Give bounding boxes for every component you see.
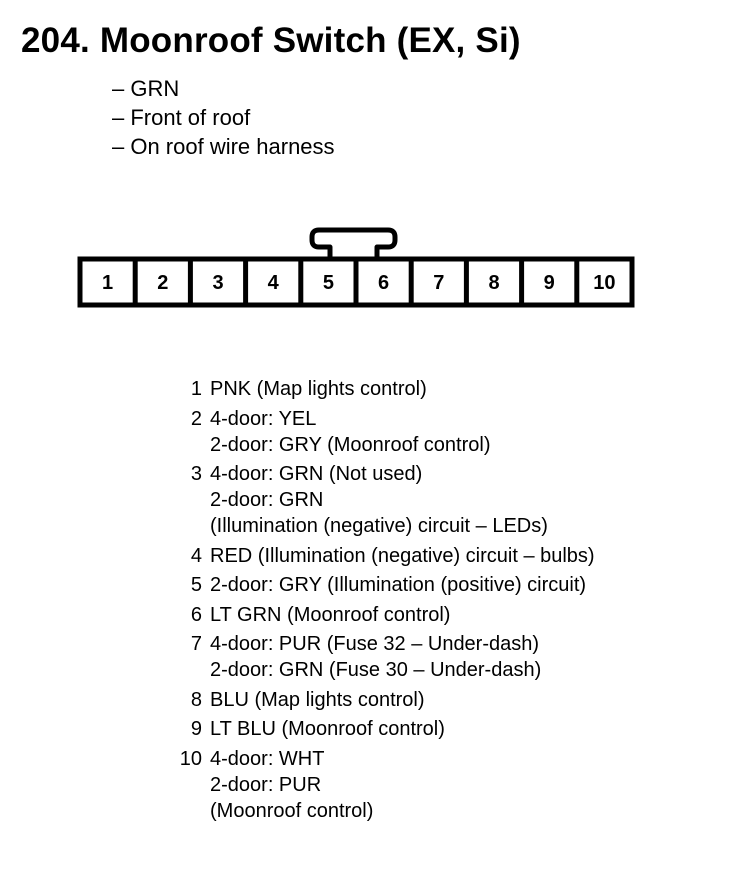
pin-description: PNK (Map lights control) (210, 376, 427, 402)
pin-row: 1 PNK (Map lights control) (172, 376, 595, 402)
pin-description-line: BLU (Map lights control) (210, 688, 425, 711)
pin-description-line: 2-door: GRN (Fuse 30 – Under-dash) (210, 659, 542, 681)
connector-cell-label: 5 (323, 272, 334, 294)
connector-cell-label: 1 (102, 272, 113, 294)
pin-description: 4-door: PUR (Fuse 32 – Under-dash) 2-door… (210, 631, 541, 683)
pin-row: 6 LT GRN (Moonroof control) (172, 602, 595, 628)
pin-number: 9 (190, 718, 202, 740)
pin-description: 4-door: WHT 2-door: PUR (Moonroof control) (210, 746, 373, 824)
pin-number: 10 (179, 747, 202, 770)
pin-row: 2 4-door: YEL 2-door: GRY (Moonroof contro… (172, 406, 595, 458)
pin-row: 7 4-door: PUR (Fuse 32 – Under-dash) 2-doo… (172, 631, 595, 683)
pin-description: 4-door: YEL 2-door: GRY (Moonroof control… (210, 406, 491, 458)
connector-cell-label: 10 (593, 272, 615, 294)
connector-cell-label: 7 (433, 272, 444, 294)
connector-cell-label: 9 (544, 272, 555, 294)
pin-description-line: 2-door: GRY (Moonroof control) (210, 433, 491, 456)
pin-description-line: LT BLU (Moonroof control) (210, 718, 445, 740)
connector-cell-label: 8 (488, 272, 499, 294)
pin-number: 5 (190, 574, 202, 596)
pin-number: 8 (190, 688, 202, 711)
connector-cell-label: 6 (378, 272, 389, 294)
pin-description-line: (Moonroof control) (210, 799, 374, 822)
pin-number: 1 (190, 378, 202, 400)
pin-row: 9 LT BLU (Moonroof control) (172, 716, 595, 742)
pin-description-line: 2-door: GRN (210, 489, 324, 511)
pin-row: 8 BLU (Map lights control) (172, 687, 595, 713)
connector-diagram: 1 2 3 4 5 6 7 8 9 10 (77, 227, 635, 308)
pin-description: LT GRN (Moonroof control) (210, 602, 450, 628)
pin-description-line: 4-door: GRN (Not used) (210, 463, 423, 485)
pin-description: 2-door: GRY (Illumination (positive) cir… (210, 572, 586, 598)
connector-info: – GRN – Front of roof – On roof wire har… (112, 74, 335, 161)
connector-cell-label: 3 (212, 272, 223, 294)
pin-description-line: PNK (Map lights control) (210, 378, 427, 400)
pin-description-line: (Illumination (negative) circuit – LEDs) (210, 515, 548, 537)
pin-description: BLU (Map lights control) (210, 687, 425, 713)
pin-description-line: 4-door: WHT (210, 747, 325, 770)
pin-row: 5 2-door: GRY (Illumination (positive) ci… (172, 572, 595, 598)
pin-row: 4 RED (Illumination (negative) circuit – … (172, 543, 595, 569)
pin-description-line: 2-door: GRY (Illumination (positive) cir… (210, 574, 587, 596)
pin-description: RED (Illumination (negative) circuit – b… (210, 543, 595, 569)
pin-row: 3 4-door: GRN (Not used) 2-door: GRN (Illum… (172, 461, 595, 539)
info-location: – Front of roof (112, 105, 251, 130)
info-color: – GRN (112, 76, 180, 101)
connector-cell-label: 4 (268, 272, 280, 294)
connector-lock-tab (309, 227, 398, 259)
pin-number: 3 (190, 463, 202, 485)
pin-list: 1 PNK (Map lights control) 2 4-door: YEL 2-d… (172, 376, 595, 827)
pin-description-line: 4-door: PUR (Fuse 32 – Under-dash) (210, 633, 540, 655)
pin-description-line: RED (Illumination (negative) circuit – b… (210, 544, 595, 567)
connector-cell-label: 2 (157, 272, 168, 294)
pin-number: 2 (190, 407, 202, 430)
pin-description: 4-door: GRN (Not used) 2-door: GRN (Illumi… (210, 461, 548, 539)
pin-number: 7 (190, 633, 202, 655)
pin-description-line: 4-door: YEL (210, 407, 317, 430)
info-harness: – On roof wire harness (112, 134, 335, 159)
pin-number: 4 (190, 544, 202, 567)
connector-dividers (132, 259, 580, 305)
pin-description-line: LT GRN (Moonroof control) (210, 603, 451, 626)
pin-number: 6 (190, 603, 202, 626)
page-title: 204. Moonroof Switch (EX, Si) (21, 21, 521, 60)
pin-row: 10 4-door: WHT 2-door: PUR (Moonroof contro… (172, 746, 595, 824)
pin-description: LT BLU (Moonroof control) (210, 716, 445, 742)
pin-description-line: 2-door: PUR (210, 773, 322, 796)
